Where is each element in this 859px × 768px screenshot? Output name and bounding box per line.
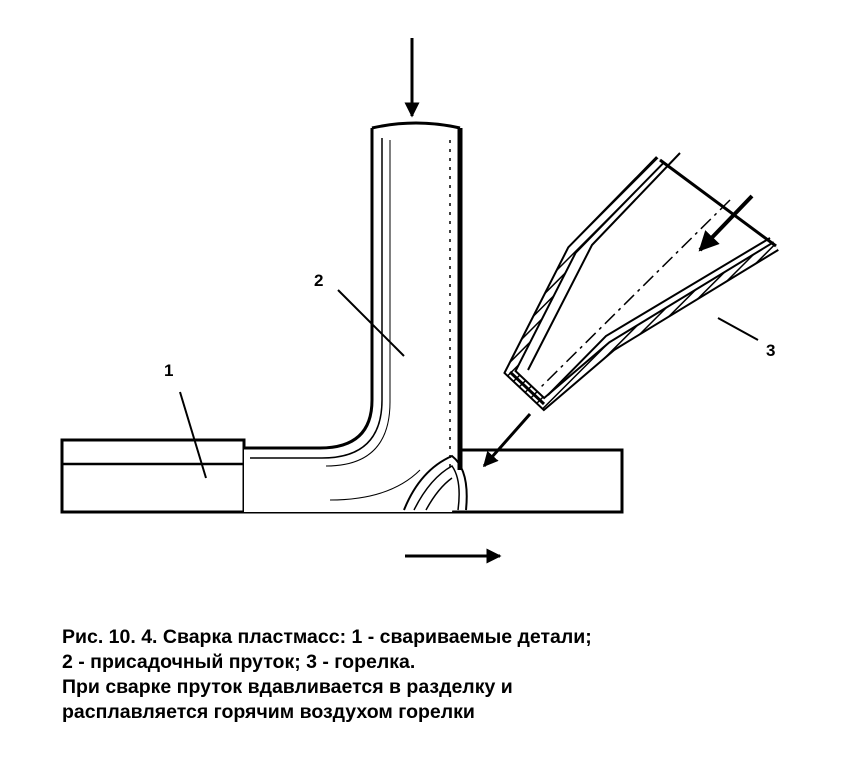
welded-part-right <box>452 448 624 514</box>
caption-line: расплавляется горячим воздухом горелки <box>62 701 475 723</box>
label-rod: 2 <box>314 271 323 290</box>
leader-rod <box>337 289 405 357</box>
welded-part-left <box>60 438 246 514</box>
figure-caption: Рис. 10. 4. Сварка пластмасс: 1 - сварив… <box>62 625 842 725</box>
caption-line: При сварке пруток вдавливается в разделк… <box>62 676 513 698</box>
caption-line: 2 - присадочный пруток; 3 - горелка. <box>62 651 416 673</box>
label-part: 1 <box>164 361 173 380</box>
caption-line: Рис. 10. 4. Сварка пластмасс: 1 - сварив… <box>62 626 592 648</box>
air-jet-arrow <box>482 413 532 468</box>
leader-part <box>179 391 207 479</box>
leader-torch <box>717 317 759 341</box>
welding-diagram: 1 2 3 <box>60 38 779 564</box>
hot-air-arrow <box>698 194 754 252</box>
label-torch: 3 <box>766 341 775 360</box>
torch <box>503 152 779 412</box>
filler-rod <box>244 121 468 512</box>
